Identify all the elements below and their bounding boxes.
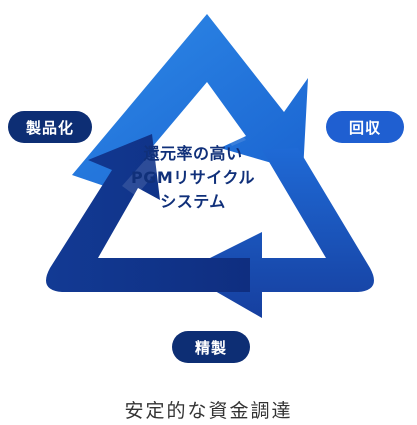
center-title: 還元率の高い PGMリサイクル システム — [118, 142, 268, 214]
center-title-line-3: システム — [160, 192, 226, 211]
label-seisei: 精製 — [172, 331, 250, 363]
inner-highlight — [122, 90, 246, 196]
label-kaishu: 回収 — [326, 111, 404, 143]
center-title-line-1: 還元率の高い — [143, 144, 243, 163]
center-title-line-2: PGMリサイクル — [131, 168, 255, 187]
cycle-arrow-bottom-left — [46, 134, 250, 292]
label-seihinka: 製品化 — [8, 111, 92, 143]
diagram-caption: 安定的な資金調達 — [124, 400, 293, 422]
